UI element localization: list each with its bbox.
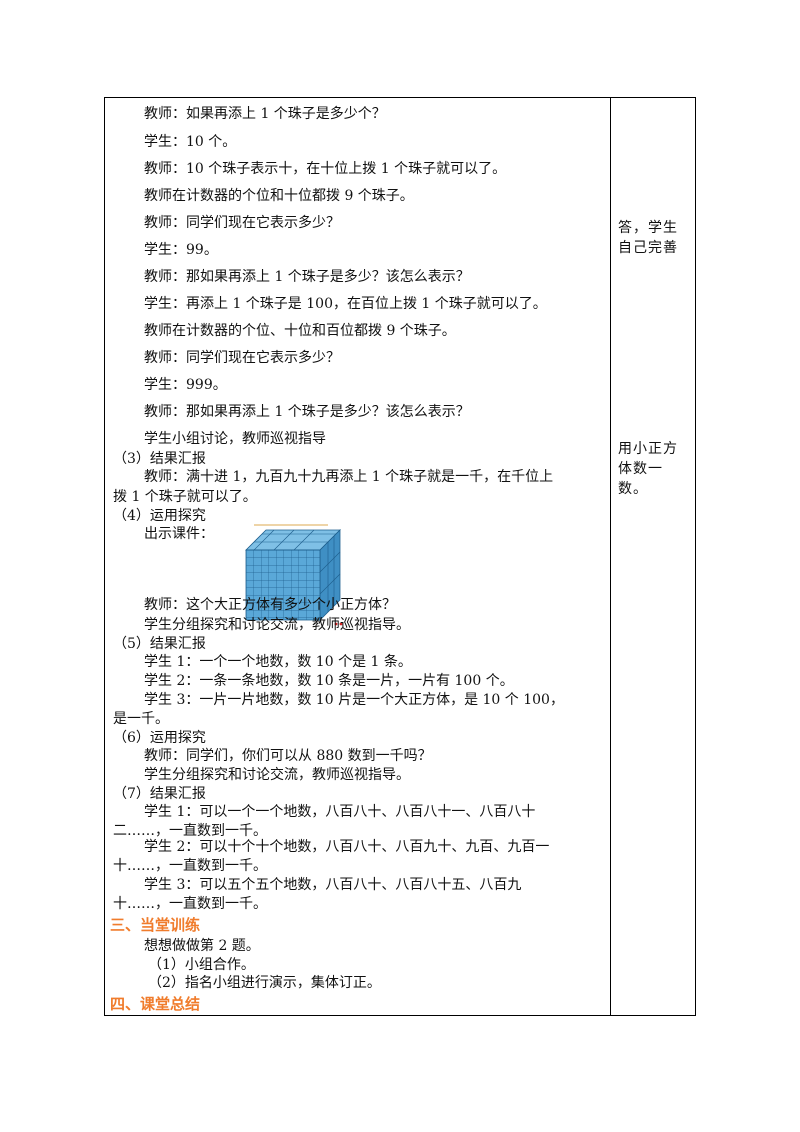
subsection-title: （5）结果汇报 [113,636,206,652]
text-line: （2）指名小组进行演示，集体订正。 [148,975,381,991]
text-line: 拨 1 个珠子就可以了。 [113,489,257,505]
text-line: 是一千。 [113,711,169,727]
side-note-line: 答，学生 [618,220,678,236]
text-line: 学生 3：可以五个五个地数，八百八十、八百八十五、八百九 [144,877,522,893]
text-line: 学生 1：一个一个地数，数 10 个是 1 条。 [144,654,412,670]
side-note-count-cubes: 用小正方 体数一 数。 [618,439,690,499]
side-note-line: 自己完善 [618,240,678,256]
side-note-line: 用小正方 [618,441,678,457]
text-line: 学生：99。 [144,242,218,258]
text-line: 学生：999。 [144,377,227,393]
text-line: 教师：这个大正方体有多少个小正方体？ [144,597,396,613]
text-line: 学生：10 个。 [144,134,237,150]
text-line: 学生：再添上 1 个珠子是 100，在百位上拨 1 个珠子就可以了。 [144,296,547,312]
section-heading-summary: 四、课堂总结 [110,995,201,1013]
text-line: 学生 1：可以一个一个地数，八百八十、八百八十一、八百八十 [144,804,536,820]
text-line: 学生 2：可以十个十个地数，八百八十、八百九十、九百、九百一 [144,839,550,855]
text-line: 教师：如果再添上 1 个珠子是多少个？ [144,106,386,122]
text-line: 学生分组探究和讨论交流，教师巡视指导。 [144,767,410,783]
text-line: （1）小组合作。 [148,957,255,973]
text-line: 教师：那如果再添上 1 个珠子是多少？该怎么表示？ [144,269,470,285]
side-note-line: 数。 [618,481,648,497]
text-line: 出示课件： [144,526,214,542]
text-line: 学生分组探究和讨论交流，教师巡视指导。 [144,617,410,633]
text-line: 十……，一直数到一千。 [113,858,267,874]
text-line: 学生小组讨论，教师巡视指导 [144,431,326,447]
text-line: 教师：10 个珠子表示十，在十位上拨 1 个珠子就可以了。 [144,161,507,177]
text-line: 教师：同学们，你们可以从 880 数到一千吗？ [144,748,432,764]
subsection-title: （3）结果汇报 [113,451,206,467]
text-line: 教师：同学们现在它表示多少？ [144,350,340,366]
side-note-line: 体数一 [618,461,663,477]
text-line: 想想做做第 2 题。 [144,938,260,954]
text-line: 学生 2：一条一条地数，数 10 条是一片，一片有 100 个。 [144,673,514,689]
column-divider [610,97,611,1016]
text-line: 教师在计数器的个位、十位和百位都拨 9 个珠子。 [144,323,456,339]
text-line: 教师：同学们现在它表示多少？ [144,215,340,231]
subsection-title: （7）结果汇报 [113,786,206,802]
text-line: 教师在计数器的个位和十位都拨 9 个珠子。 [144,188,414,204]
text-line: 二……，一直数到一千。 [113,823,267,839]
subsection-title: （6）运用探究 [113,730,206,746]
cube-icon [240,522,350,630]
section-heading-training: 三、当堂训练 [110,916,201,934]
side-note-complete: 答，学生 自己完善 [618,218,690,258]
text-line: 教师：那如果再添上 1 个珠子是多少？该怎么表示？ [144,404,470,420]
lesson-table [104,97,696,1016]
subsection-title: （4）运用探究 [113,508,206,524]
text-line: 教师：满十进 1，九百九十九再添上 1 个珠子就是一千，在千位上 [144,469,554,485]
text-line: 十……，一直数到一千。 [113,896,267,912]
text-line: 学生 3：一片一片地数，数 10 片是一个大正方体，是 10 个 100， [144,692,564,708]
